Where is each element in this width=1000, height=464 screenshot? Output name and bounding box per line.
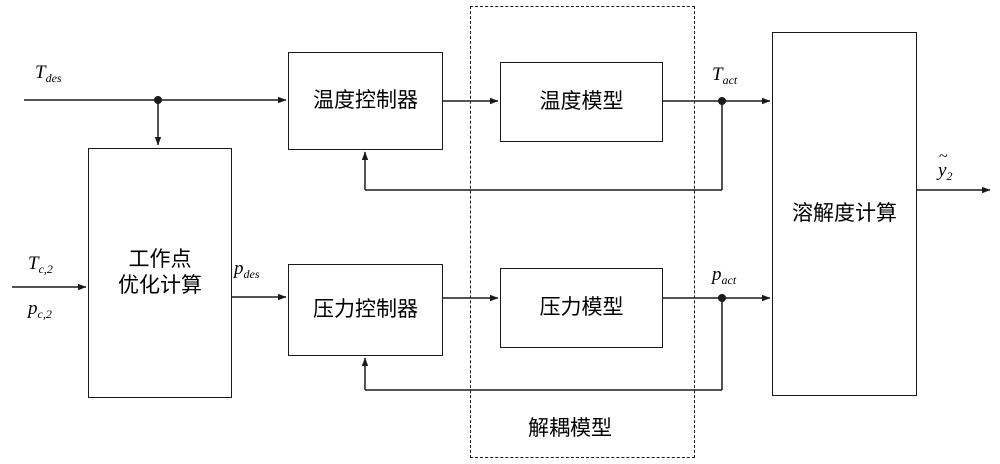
block-pressure-model-label: 压力模型 bbox=[539, 295, 624, 319]
block-temperature-controller-label: 温度控制器 bbox=[313, 88, 418, 112]
block-temperature-controller[interactable]: 温度控制器 bbox=[288, 52, 443, 150]
block-temperature-model[interactable]: 温度模型 bbox=[500, 62, 663, 142]
decoupling-group-boundary bbox=[470, 6, 695, 458]
signal-label-p-des: pdes bbox=[234, 258, 260, 281]
signal-label-p-act: pact bbox=[712, 264, 737, 287]
block-solubility-calculation[interactable]: 溶解度计算 bbox=[772, 32, 917, 396]
signal-label-y-tilde: ~y2 bbox=[938, 148, 953, 183]
block-temperature-model-label: 温度模型 bbox=[539, 89, 624, 113]
block-pressure-model[interactable]: 压力模型 bbox=[500, 268, 663, 348]
signal-label-tc2: Tc,2 bbox=[28, 253, 53, 276]
signal-label-pc2: pc,2 bbox=[28, 298, 52, 321]
block-pressure-controller-label: 压力控制器 bbox=[313, 297, 418, 321]
decoupling-group-label: 解耦模型 bbox=[528, 417, 612, 440]
block-pressure-controller[interactable]: 压力控制器 bbox=[288, 264, 443, 356]
signal-label-t-des: Tdes bbox=[35, 62, 62, 85]
block-solubility-label: 溶解度计算 bbox=[792, 201, 897, 225]
signal-label-t-act: Tact bbox=[712, 64, 738, 87]
block-workpoint-line2: 优化计算 bbox=[118, 274, 202, 297]
block-workpoint-line1: 工作点 bbox=[128, 247, 192, 271]
block-workpoint-optimization[interactable]: 工作点 优化计算 bbox=[88, 148, 232, 398]
